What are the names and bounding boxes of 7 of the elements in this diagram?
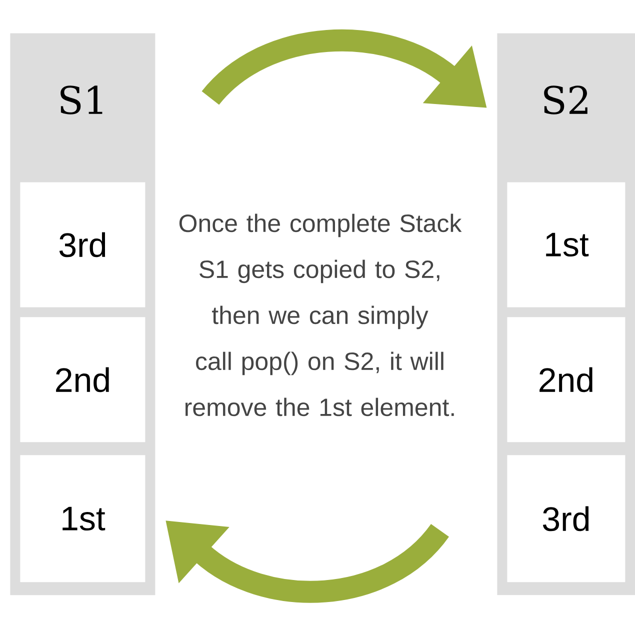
stack-cell: 1st bbox=[507, 182, 626, 308]
description-text: Once the complete Stack S1 gets copied to S2, then we can simply call pop() on S2, it will remove the 1st element. bbox=[179, 214, 462, 416]
stack-cell: 3rd bbox=[20, 182, 146, 308]
stack-cell: 1st bbox=[20, 455, 146, 582]
stack-cell: 2nd bbox=[507, 317, 626, 442]
stack-cell: 2nd bbox=[20, 317, 146, 442]
stack-cell: 3rd bbox=[507, 455, 626, 582]
